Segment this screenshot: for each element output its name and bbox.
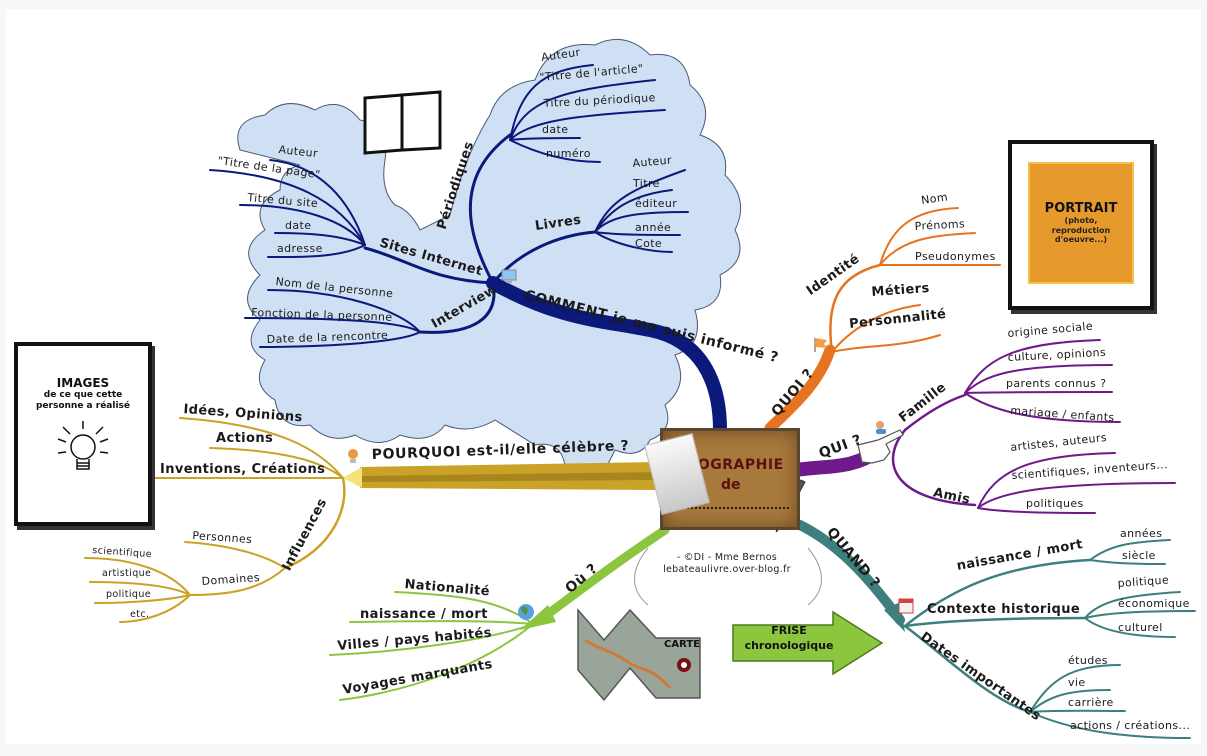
portrait-line3: d'oeuvre...) (1054, 235, 1108, 245)
leaf-livres-3: année (635, 221, 672, 234)
lightbulb-icon (57, 420, 109, 470)
leaf-dates-0: études (1068, 654, 1108, 667)
leaf-livres-4: Cote (635, 237, 663, 250)
leaf-dates-3: actions / créations... (1070, 719, 1191, 732)
leaf-naissance-0: années (1120, 527, 1163, 540)
central-title: BIOGRAPHIE (681, 457, 784, 473)
carte-label: CARTE (664, 639, 700, 650)
leaf-famille-2: parents connus ? (1006, 377, 1107, 390)
leaf-naissance-1: siècle (1122, 549, 1156, 562)
portrait-line2: reproduction (1051, 225, 1111, 235)
book-icon (363, 90, 442, 155)
images-title: IMAGES (56, 376, 110, 390)
frise-arrow: FRISE chronologique (733, 620, 841, 666)
leaf-domaines-3: etc. (130, 609, 150, 620)
credit-bracket-left (634, 547, 649, 606)
pointing-hand-icon (857, 429, 904, 464)
name-blank-line (679, 507, 789, 509)
computer-icon (501, 269, 517, 283)
leaf-ou-1: naissance / mort (360, 607, 488, 622)
leaf-contexte-1: économique (1118, 597, 1190, 610)
globe-icon (518, 604, 534, 620)
leaf-periodiques-3: date (542, 123, 569, 136)
credit-bracket-right (807, 547, 822, 606)
leaf-sites-3: date (285, 219, 312, 232)
leaf-livres-2: éditeur (635, 197, 678, 210)
flag-icon (814, 338, 827, 352)
credit-line2: lebateaulivre.over-blog.fr (663, 564, 791, 576)
leaf-dates-1: vie (1068, 676, 1086, 689)
leaf-sites-4: adresse (277, 242, 323, 255)
calendar-icon (898, 598, 914, 614)
sub-label-contexte: Contexte historique (927, 602, 1081, 617)
central-subtitle: de (721, 477, 741, 493)
people-icon (876, 421, 886, 434)
leaf-dates-2: carrière (1068, 696, 1114, 709)
branch-quoi (764, 207, 1001, 434)
cloud-comment (237, 38, 742, 475)
arrow-ou (520, 605, 556, 630)
leaf-identite-2: Pseudonymes (915, 250, 996, 263)
leaf-pourquoi-1: Actions (216, 431, 274, 446)
sub-label-metiers: Métiers (871, 280, 931, 300)
leaf-livres-0: Auteur (631, 153, 673, 170)
leaf-domaines-2: politique (106, 589, 151, 600)
leaf-livres-1: Titre (633, 177, 660, 190)
branch-quand (795, 520, 1196, 739)
images-line1: de ce que cette (43, 390, 123, 400)
leaf-contexte-2: culturel (1118, 621, 1163, 634)
frise-line2: chronologique (744, 638, 834, 652)
credit-line1: - ©DI - Mme Bernos (676, 552, 778, 563)
branch-qui (789, 339, 1176, 514)
portrait-placeholder: PORTRAIT (photo, reproduction d'oeuvre..… (1028, 162, 1134, 284)
branch-comment (209, 64, 727, 437)
lightbulb-icon (348, 449, 358, 463)
portrait-frame: PORTRAIT (photo, reproduction d'oeuvre..… (1008, 140, 1154, 310)
map-icon (577, 607, 701, 702)
portrait-title: PORTRAIT (1044, 201, 1118, 217)
branch-pourquoi (84, 417, 660, 623)
leaf-periodiques-4: numéro (546, 147, 591, 160)
portrait-line1: (photo, (1064, 216, 1098, 226)
images-line2: personne a réalisé (35, 401, 131, 412)
arrow-frise (732, 610, 884, 676)
leaf-pourquoi-2: Inventions, Créations (160, 462, 326, 477)
leaf-identite-1: Prénoms (914, 217, 966, 233)
leaf-domaines-1: artistique (102, 568, 152, 579)
leaf-contexte-0: politique (1117, 573, 1170, 590)
frise-line1: FRISE (771, 624, 807, 637)
images-frame: IMAGES de ce que cette personne a réalis… (14, 342, 152, 526)
leaf-amis-2: politiques (1026, 497, 1084, 510)
leaf-identite-0: Nom (920, 190, 949, 207)
credit-text: - ©DI - Mme Bernos lebateaulivre.over-bl… (642, 552, 812, 577)
